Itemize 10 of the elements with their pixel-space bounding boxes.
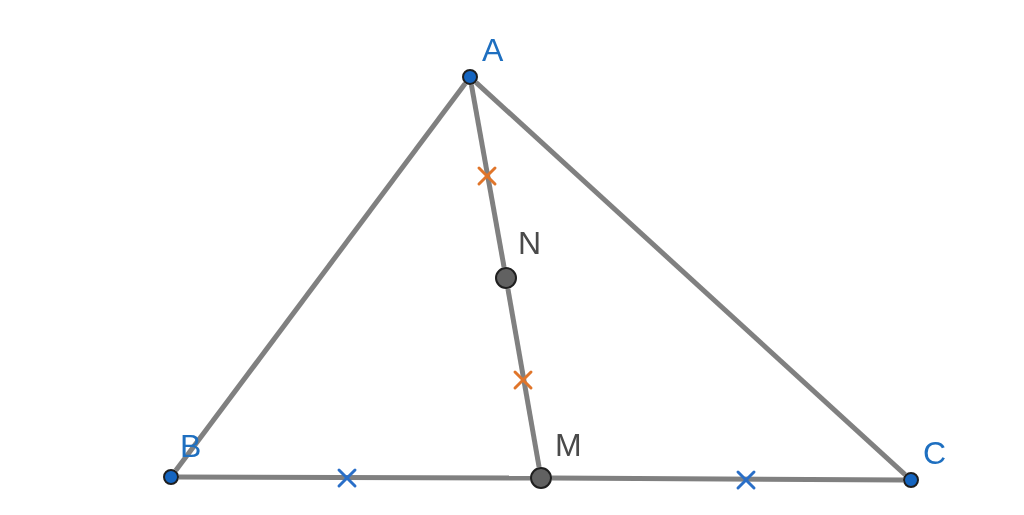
- point-label: M: [555, 427, 582, 463]
- point-label: A: [482, 32, 504, 68]
- line-segment: [505, 288, 542, 468]
- line-segment: [468, 84, 507, 268]
- line-segment: [552, 475, 903, 483]
- point-label: N: [518, 225, 542, 261]
- point-label: C: [923, 435, 947, 471]
- line-segment: [179, 474, 530, 481]
- line-segment: [173, 81, 468, 473]
- line-segment: [474, 80, 907, 477]
